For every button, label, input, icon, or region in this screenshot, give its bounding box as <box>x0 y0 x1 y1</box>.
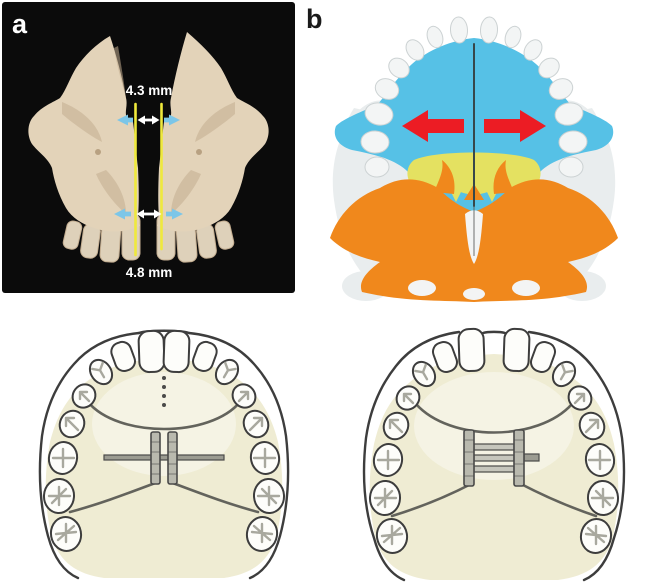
blue-arrow-right-bottom-icon <box>166 208 183 220</box>
expander-wires <box>68 400 260 514</box>
blue-arrow-left-bottom-icon <box>114 208 131 220</box>
blue-arrow-left-top-icon <box>117 114 133 126</box>
yellow-reference-lines <box>134 102 163 257</box>
dental-arch <box>360 16 588 178</box>
maxilla-left-half <box>28 36 141 263</box>
expander-after-illustration <box>362 327 626 582</box>
dental-arch <box>368 327 620 554</box>
teeth-left <box>62 213 141 263</box>
arch-outline <box>362 330 461 582</box>
panel-a-illustration: 4.3 mm 4.8 mm a <box>12 9 269 280</box>
palatal-expander-opened <box>463 429 540 487</box>
measurement-arrow-bottom-icon <box>114 208 183 220</box>
measurement-arrow-top-icon <box>117 114 180 126</box>
panel-bottom-right <box>338 306 650 585</box>
expansion-arrow-right-icon <box>484 110 546 142</box>
midline-dotted <box>162 376 166 407</box>
panel-b: b <box>296 0 650 307</box>
measurement-bottom-label: 4.8 mm <box>126 265 173 280</box>
expansion-arrow-left-icon <box>402 110 464 142</box>
panel-a: 4.3 mm 4.8 mm a <box>2 2 295 293</box>
panel-b-illustration: b <box>306 4 618 302</box>
foramen <box>95 149 101 155</box>
measurement-top-label: 4.3 mm <box>126 83 173 98</box>
palatal-expander-closed <box>103 431 225 485</box>
panel-bottom-left <box>8 306 320 585</box>
blue-arrow-right-top-icon <box>164 114 180 126</box>
panel-a-letter: a <box>12 9 28 39</box>
expander-before-illustration <box>38 329 290 580</box>
maxilla-right-half <box>156 32 269 263</box>
dental-arch <box>42 329 286 552</box>
expander-wires <box>390 402 598 518</box>
arch-outline <box>38 331 141 580</box>
panel-b-letter: b <box>306 4 323 34</box>
tooth-grooves <box>47 361 281 544</box>
tooth-grooves <box>373 363 615 546</box>
